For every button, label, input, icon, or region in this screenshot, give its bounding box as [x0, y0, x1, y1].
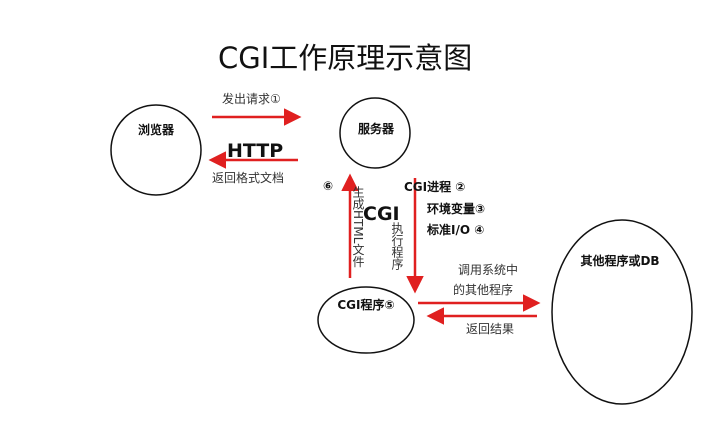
execute-program-label: 执行程序 — [390, 222, 404, 271]
call-other-label-2: 的其他程序 — [453, 282, 513, 297]
step-6-label: ⑥ — [323, 179, 333, 193]
browser-label: 浏览器 — [138, 122, 175, 137]
cgi-program-node — [317, 286, 415, 354]
other-program-label: 其他程序或DB — [580, 253, 659, 268]
cgi-program-label: CGI程序⑤ — [337, 297, 394, 312]
std-io-label: 标准I/O ④ — [426, 222, 484, 237]
call-other-label-1: 调用系统中 — [458, 262, 518, 277]
browser-node — [110, 104, 202, 196]
server-label: 服务器 — [358, 121, 395, 136]
diagram-title: CGI工作原理示意图 — [218, 41, 472, 75]
return-doc-label: 返回格式文档 — [212, 170, 284, 185]
http-label: HTTP — [227, 140, 283, 162]
cgi-big-label: CGI — [363, 203, 400, 225]
send-request-label: 发出请求① — [222, 91, 281, 106]
server-node — [339, 97, 411, 169]
generate-html-label: 生成HTML文件 — [351, 186, 365, 268]
env-vars-label: 环境变量③ — [427, 201, 485, 216]
cgi-process-label: CGI进程 ② — [404, 179, 465, 194]
return-result-label: 返回结果 — [466, 322, 514, 336]
other-program-node — [551, 219, 693, 405]
